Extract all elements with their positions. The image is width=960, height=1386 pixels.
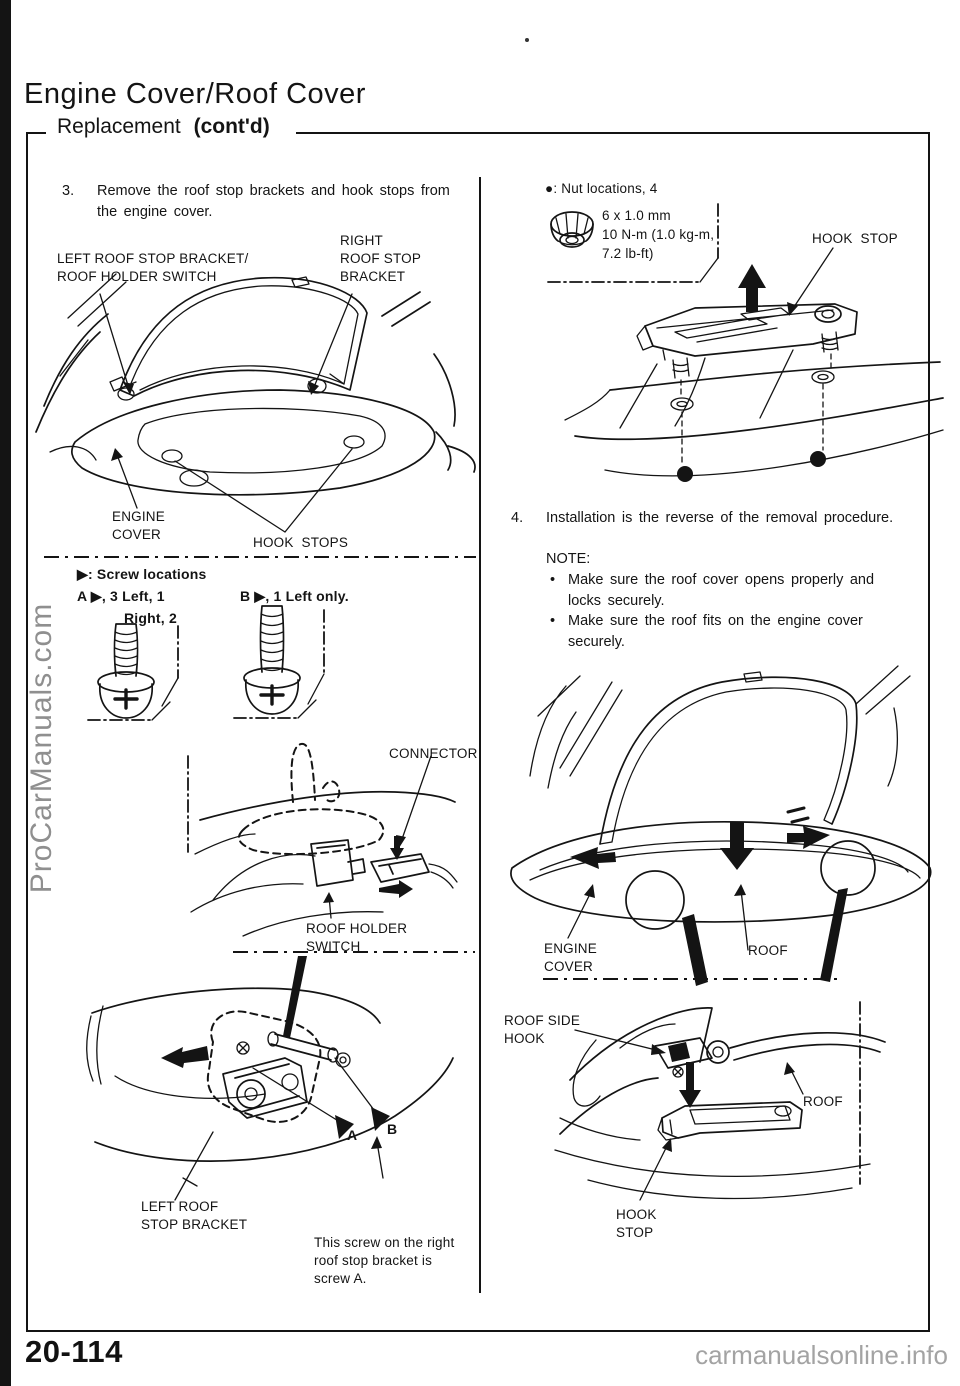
column-divider bbox=[479, 177, 481, 1293]
subtitle-contd: (cont'd) bbox=[193, 115, 270, 138]
label-hook-stop-bottom: HOOK STOP bbox=[616, 1207, 657, 1240]
divider-left-1 bbox=[44, 556, 476, 558]
label-right-roof-stop-bracket: RIGHT ROOF STOP BRACKET bbox=[340, 233, 422, 284]
watermark-procarmanuals: ProCarManuals.com bbox=[25, 602, 58, 894]
note-screw-a: This screw on the right roof stop bracke… bbox=[314, 1235, 455, 1286]
step4-number: 4. bbox=[511, 510, 524, 526]
torque-spec: 6 x 1.0 mm 10 N-m (1.0 kg-m, 7.2 lb-ft) bbox=[602, 208, 715, 261]
torque-spec-frame bbox=[540, 196, 730, 292]
label-roof-1: ROOF bbox=[748, 943, 788, 958]
marker-b: B bbox=[387, 1121, 398, 1137]
screw-legend-b: B ▶, 1 Left only. bbox=[240, 588, 349, 604]
step4-text: Installation is the reverse of the remov… bbox=[546, 510, 894, 526]
label-engine-cover: ENGINE COVER bbox=[112, 509, 165, 542]
label-roof-2: ROOF bbox=[803, 1094, 843, 1109]
note-bullet-2: Make sure the roof fits on the engine co… bbox=[568, 613, 863, 650]
page-number: 20-114 bbox=[25, 1334, 123, 1369]
note-bullet-2-dot: • bbox=[550, 613, 556, 629]
figure-hook-stop-removal bbox=[545, 240, 945, 482]
marker-a: A bbox=[347, 1127, 358, 1143]
note-bullet-1-dot: • bbox=[550, 572, 556, 588]
frame-right bbox=[928, 132, 930, 1332]
figure-engine-cover-open bbox=[30, 256, 480, 556]
nut-icon bbox=[548, 206, 596, 262]
section-subtitle: Replacement (cont'd) bbox=[57, 115, 270, 139]
scan-speck bbox=[525, 38, 529, 42]
label-hook-stops: HOOK STOPS bbox=[253, 535, 349, 550]
figure-roof-on-engine-cover bbox=[500, 656, 940, 986]
step3-number: 3. bbox=[62, 183, 75, 199]
step3-text: Remove the roof stop brackets and hook s… bbox=[97, 183, 450, 220]
watermark-carmanualsonline: carmanualsonline.info bbox=[695, 1340, 948, 1370]
note-title: NOTE: bbox=[546, 551, 591, 567]
screw-legend-title: ▶: Screw locations bbox=[77, 566, 207, 582]
label-roof-side-hook: ROOF SIDE HOOK bbox=[504, 1013, 581, 1046]
label-engine-cover-2: ENGINE COVER bbox=[544, 941, 597, 974]
figure-roof-side-hook bbox=[500, 988, 940, 1250]
scan-edge-bar bbox=[0, 0, 11, 1386]
screw-a-icon bbox=[82, 618, 192, 730]
frame-left bbox=[26, 132, 28, 1332]
frame-bottom bbox=[26, 1330, 930, 1332]
frame-top-line bbox=[296, 132, 930, 134]
figure-roof-holder-switch bbox=[183, 722, 478, 940]
frame-top-tick bbox=[26, 132, 46, 134]
label-roof-holder-switch: ROOF HOLDER SWITCH bbox=[306, 921, 408, 954]
note-bullet-1: Make sure the roof cover opens properly … bbox=[568, 572, 875, 609]
label-left-roof-stop-bracket: LEFT ROOF STOP BRACKET/ ROOF HOLDER SWIT… bbox=[57, 251, 249, 284]
screw-legend-a2: Right, 2 bbox=[124, 610, 177, 626]
figure-left-roof-stop-bracket bbox=[85, 956, 480, 1204]
screw-legend-a: A ▶, 3 Left, 1 bbox=[77, 588, 165, 604]
page-title: Engine Cover/Roof Cover bbox=[24, 78, 366, 110]
divider-right-1 bbox=[543, 978, 839, 980]
subtitle-text: Replacement bbox=[57, 115, 181, 138]
label-hook-stop-top: HOOK STOP bbox=[812, 231, 898, 246]
label-connector: CONNECTOR bbox=[389, 746, 478, 761]
label-left-roof-stop-bracket-2: LEFT ROOF STOP BRACKET bbox=[141, 1199, 248, 1232]
divider-left-2 bbox=[233, 951, 475, 953]
nut-locations-legend: ●: Nut locations, 4 bbox=[545, 181, 658, 196]
screw-b-icon bbox=[226, 600, 338, 730]
